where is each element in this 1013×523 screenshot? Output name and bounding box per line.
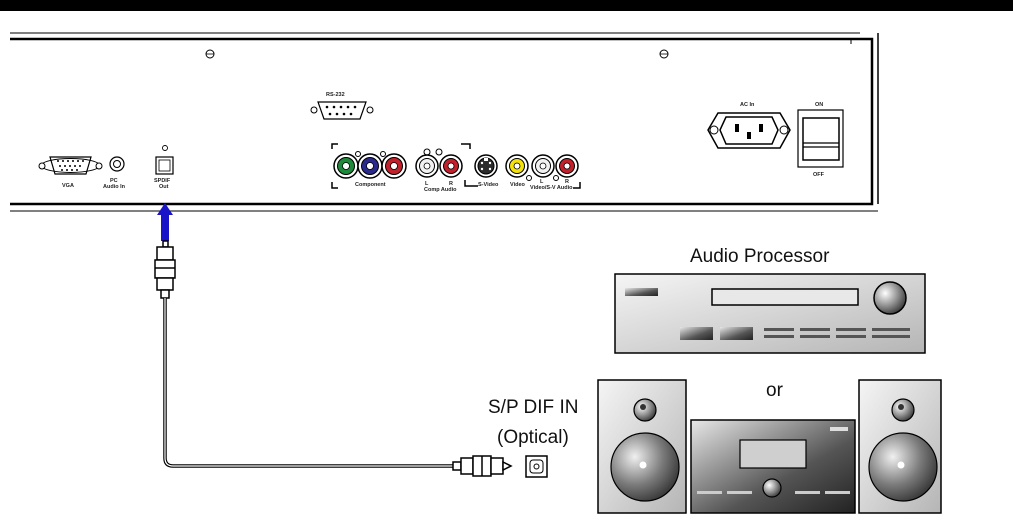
optical-label: (Optical) [497,427,569,448]
vs-audio-jack-red [555,154,579,178]
comp-l-label: L [425,181,429,187]
vs-audio-jack-white [531,154,555,178]
component-jacks: Component [333,151,407,188]
svideo-label: S-Video [478,182,499,188]
spdif-label: SPDIF [154,178,171,184]
component-label: Component [355,182,386,188]
component-jack-green [333,153,359,179]
spdif-in-port [525,455,548,478]
pc-label: PC [110,178,118,184]
on-label: ON [815,102,823,108]
audio-processor-label: Audio Processor [690,246,830,267]
speaker-left-icon [597,379,687,514]
spdif-out-port: SPDIF Out [154,145,174,190]
rs232-port: RS-232 [310,92,374,120]
pc-audio-in-jack: PC Audio In [103,156,126,190]
comp-audio-label: Comp Audio [424,187,457,193]
off-label: OFF [813,172,825,178]
vga-label: VGA [62,183,74,189]
ac-in-label: AC In [740,102,755,108]
rs232-label: RS-232 [326,92,345,98]
audio-in-label: Audio In [103,184,126,190]
screw-icon [659,49,669,59]
video-jacks: Video L R Video/S-V Audio [505,154,579,191]
vs-audio-label: Video/S-V Audio [530,185,573,191]
audio-processor [614,273,926,354]
optical-plug-horizontal [452,455,513,477]
video-jack-yellow [505,154,529,178]
or-label: or [766,380,784,401]
component-jack-red [381,153,407,179]
receiver-icon [690,419,856,514]
comp-audio-jack-white [415,154,439,178]
comp-audio-jack-red [439,154,463,178]
vga-port: VGA [38,156,103,189]
rear-panel [10,32,879,212]
comp-audio-jacks: L R Comp Audio [415,148,463,193]
ac-in-socket: AC In [707,102,791,149]
comp-r-label: R [449,181,453,187]
svideo-port: S-Video [474,154,499,188]
video-label: Video [510,182,526,188]
power-switch: ON OFF [797,102,844,178]
spdif-in-label: S/P DIF IN [488,397,578,418]
volume-knob-icon [873,281,907,315]
vs-l-label: L [540,179,544,185]
arrow-up-icon [157,203,173,241]
optical-plug-vertical [154,240,176,299]
vs-r-label: R [565,179,569,185]
component-jack-blue [357,153,383,179]
out-label: Out [159,184,169,190]
optical-cable-core [164,298,453,467]
screw-icon [205,49,215,59]
optical-cable [163,298,453,468]
top-bar [0,0,1013,11]
component-bracket [331,143,581,189]
speaker-right-icon [858,379,942,514]
